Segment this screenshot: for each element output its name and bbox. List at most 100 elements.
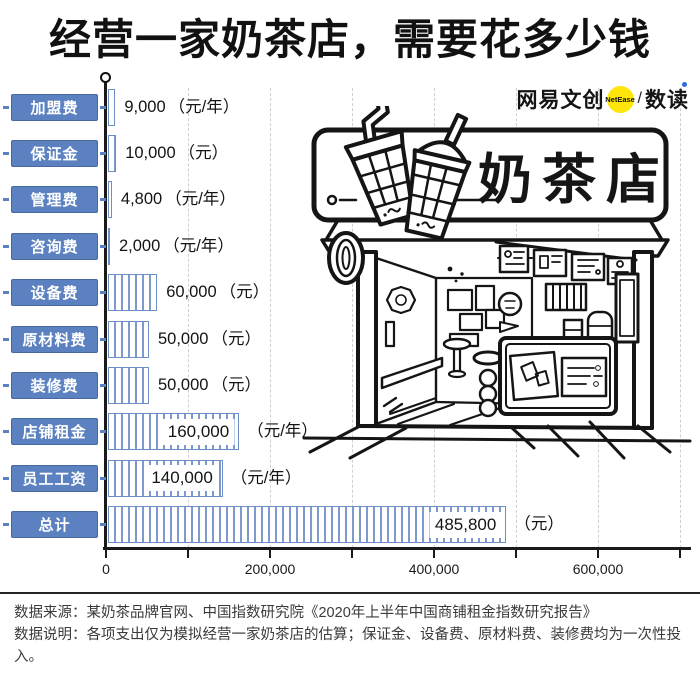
bar-value-label: 9,000（元/年） [124, 94, 239, 121]
bar-2 [108, 181, 112, 219]
label-tick [100, 430, 106, 434]
category-label-4: 设备费 [3, 279, 106, 307]
category-label-box: 设备费 [11, 279, 98, 307]
page-title: 经营一家奶茶店，需要花多少钱 [48, 16, 651, 63]
category-label-box: 咨询费 [11, 232, 98, 260]
data-source-note: 数据来源：某奶茶品牌官网、中国指数研究院《2020年上半年中国商铺租金指数研究报… [14, 605, 598, 621]
sign-text: 奶茶店 [478, 150, 670, 210]
label-tick [100, 291, 106, 295]
data-explanation-note: 数据说明：各项支出仅为模拟经营一家奶茶店的估算；保证金、设备费、原材料费、装修费… [14, 626, 681, 665]
label-tick [3, 383, 9, 387]
category-label-box: 原材料费 [11, 325, 98, 353]
y-axis-pin-icon [100, 72, 111, 83]
label-tick [100, 523, 106, 527]
label-tick [3, 244, 9, 248]
category-label-box: 装修费 [11, 371, 98, 399]
label-tick [3, 430, 9, 434]
logo-sub-text: 数读 [645, 82, 689, 114]
category-label-6: 装修费 [3, 371, 106, 399]
axis-tick-label: 200,000 [244, 561, 296, 577]
axis-tick [187, 550, 189, 558]
counter [498, 336, 618, 416]
x-axis-line [103, 547, 691, 550]
bar-value-number: 10,000 [125, 143, 176, 162]
category-label-box: 保证金 [11, 139, 98, 167]
bar-value-number: 50,000 [158, 329, 209, 348]
category-label-8: 员工工资 [3, 464, 106, 492]
label-tick [100, 105, 106, 109]
gridline [679, 88, 681, 548]
bar-value-label: 140,000 [146, 465, 218, 492]
bar-unit-label: （元） [514, 515, 564, 534]
category-label-7: 店铺租金 [3, 418, 106, 446]
logo-brand-text: 网易文创 [516, 89, 605, 112]
label-tick [3, 337, 9, 341]
category-label-box: 管理费 [11, 186, 98, 214]
category-label-9: 总计 [3, 511, 106, 539]
label-tick [100, 383, 106, 387]
axis-tick [433, 550, 435, 558]
category-label-1: 保证金 [3, 139, 106, 167]
bar-value-label: 2,000（元/年） [119, 233, 234, 260]
axis-tick-label: 400,000 [408, 561, 460, 577]
label-tick [100, 337, 106, 341]
netease-logo: 网易文创 NetEase / 数读 [516, 82, 689, 114]
menu-boards [494, 240, 638, 286]
label-tick [100, 198, 106, 202]
bar-value-label: 10,000（元） [125, 140, 228, 167]
bar-4 [108, 274, 158, 312]
bar-value-number: 60,000 [166, 283, 217, 302]
bar-3 [108, 227, 110, 265]
footer-notes: 数据来源：某奶茶品牌官网、中国指数研究院《2020年上半年中国商铺租金指数研究报… [0, 592, 700, 669]
netease-badge-text: NetEase [605, 94, 635, 104]
bar-value-number: 50,000 [158, 375, 209, 394]
shop-illustration: 奶茶店 [302, 106, 692, 460]
category-label-3: 咨询费 [3, 232, 106, 260]
bar-5 [108, 320, 149, 358]
gridline [187, 88, 189, 548]
bar-value-unit: （元/年） [168, 97, 240, 116]
y-axis-line [104, 82, 107, 549]
label-tick [3, 291, 9, 295]
bar-value-unit: （元） [219, 283, 270, 302]
bar-value-unit: （元） [211, 375, 261, 394]
bar-unit-label: （元/年） [230, 468, 302, 487]
netease-badge-icon: NetEase [605, 85, 635, 113]
bar-value-label: 50,000（元） [158, 326, 261, 353]
label-tick [100, 476, 106, 480]
logo-divider: / [637, 90, 642, 107]
bar-value-number: 2,000 [119, 236, 161, 255]
axis-tick [105, 550, 107, 558]
bar-value-unit: （元/年） [165, 190, 236, 209]
bar-stool [472, 350, 504, 418]
milk-tea-cups-icon [343, 106, 472, 241]
bar-value-unit: （元） [178, 143, 229, 162]
gridline [269, 88, 271, 548]
bar-value-unit: （元） [211, 329, 261, 348]
category-label-2: 管理费 [3, 186, 106, 214]
axis-tick [597, 550, 599, 558]
side-wheel-icon [327, 231, 365, 285]
bar-value-number: 4,800 [120, 190, 163, 209]
label-tick [3, 151, 9, 155]
bar-value-label: 160,000 [162, 418, 235, 445]
axis-tick-label: 0 [102, 561, 110, 577]
label-tick [100, 151, 106, 155]
bar-1 [108, 134, 117, 172]
axis-tick [269, 550, 271, 558]
axis-tick [679, 550, 681, 558]
category-label-5: 原材料费 [3, 325, 106, 353]
label-tick [3, 476, 9, 480]
axis-tick [351, 550, 353, 558]
category-label-box: 总计 [11, 511, 98, 539]
bar-value-label: 4,800（元/年） [121, 186, 236, 213]
label-tick [3, 198, 9, 202]
label-tick [100, 244, 106, 248]
label-tick [3, 105, 9, 109]
bar-value-label: 485,800 [429, 511, 502, 538]
axis-tick-label: 600,000 [572, 561, 624, 577]
category-label-0: 加盟费 [3, 93, 106, 121]
gridline [351, 88, 353, 548]
